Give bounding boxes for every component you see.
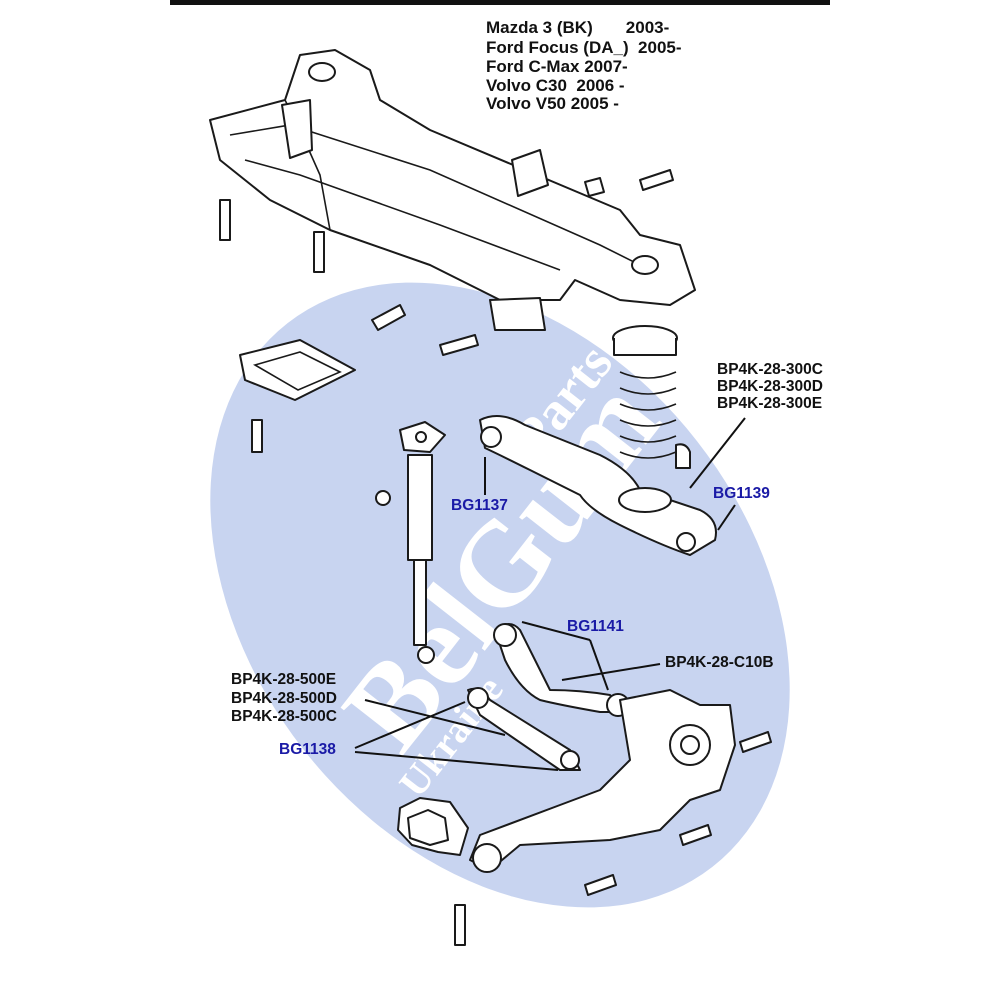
leader-c10b [561, 663, 661, 681]
arm-number-3: BP4K-28-500C [231, 708, 337, 725]
spring-number-1: BP4K-28-300C [717, 361, 823, 378]
bushing-code-bg1139: BG1139 [713, 485, 770, 502]
leader-bg1141 [521, 621, 591, 641]
leader-spring [689, 417, 746, 489]
header-line-5: Volvo V50 2005 - [486, 94, 619, 113]
leader-arm [364, 699, 506, 736]
leader-bg1138-a [354, 701, 466, 749]
arm-part-numbers: BP4K-28-500E BP4K-28-500D BP4K-28-500C [231, 671, 337, 725]
header-line-3: Ford C-Max 2007- [486, 57, 628, 76]
spring-part-numbers: BP4K-28-300C BP4K-28-300D BP4K-28-300E [717, 361, 823, 412]
bushing-code-bg1141: BG1141 [567, 618, 624, 635]
bushing-code-bg1137: BG1137 [451, 497, 508, 514]
arm-number-2: BP4K-28-500D [231, 690, 337, 707]
shock-absorber [399, 421, 446, 664]
rear-subframe [209, 49, 696, 401]
spring-number-3: BP4K-28-300E [717, 395, 822, 412]
header-line-4: Volvo C30 2006 - [486, 76, 625, 95]
leader-bg1139 [717, 504, 736, 531]
header-line-1: Mazda 3 (BK) 2003- [486, 18, 669, 37]
header-line-2: Ford Focus (DA_) 2005- [486, 38, 682, 57]
bolt-set [219, 169, 772, 946]
spring-number-2: BP4K-28-300D [717, 378, 823, 395]
part-number-c10b: BP4K-28-C10B [665, 654, 774, 671]
bushing-code-bg1138: BG1138 [279, 741, 336, 758]
knuckle-trailing-arm [397, 689, 736, 873]
arm-number-1: BP4K-28-500E [231, 671, 336, 688]
vehicle-applicability: Mazda 3 (BK) 2003- Ford Focus (DA_) 2005… [486, 18, 682, 113]
mounting-bracket-small [511, 149, 549, 197]
leader-bg1138-b [354, 751, 559, 771]
lower-lateral-arm [467, 687, 581, 771]
leader-bg1141-b [589, 639, 609, 691]
lower-spring-arm [479, 415, 717, 556]
top-rule [170, 0, 830, 5]
coil-spring [612, 325, 691, 469]
leader-lines [354, 417, 746, 771]
